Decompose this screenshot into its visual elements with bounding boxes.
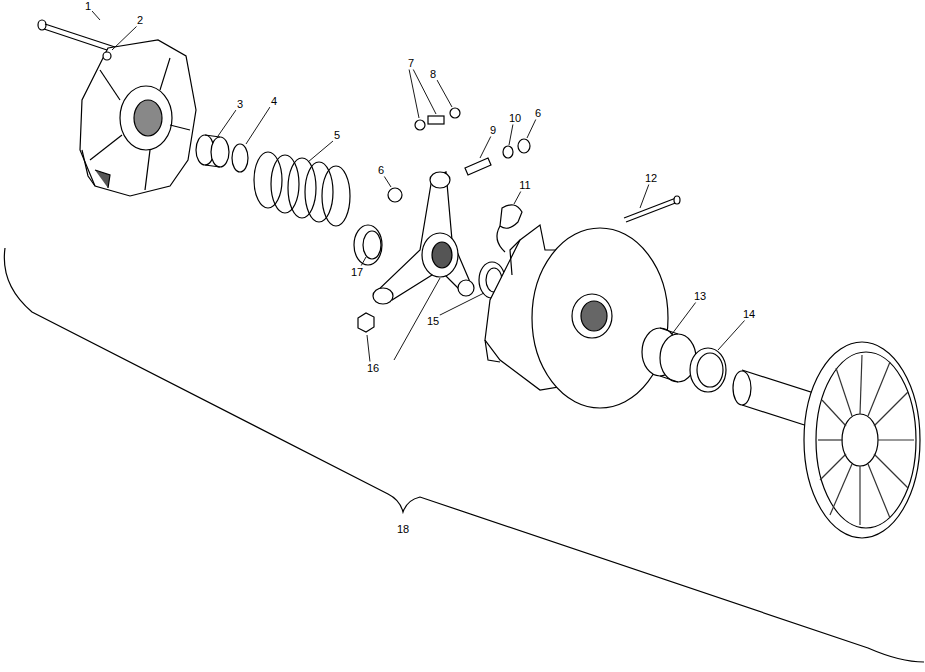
bushing [196,135,229,167]
callout-number: 13 [693,290,707,303]
button [388,188,402,202]
callout-number: 3 [236,98,244,111]
bolt [624,196,680,222]
spring [254,152,350,226]
roller-pin [465,158,491,175]
callout-number: 14 [742,308,756,321]
pin-set [415,108,460,130]
bushing [642,328,696,382]
callout-number: 1 [84,0,92,13]
callout-number: 10 [508,112,522,125]
lock-nut [358,313,374,332]
callout-number: 7 [407,57,415,70]
callout-number: 16 [366,362,380,375]
callout-number: 6 [377,164,385,177]
washer [103,52,111,60]
callout-number: 12 [644,172,658,185]
spider [373,172,474,304]
snap-ring [232,144,248,172]
fixed-sheave [804,342,920,538]
leader-lines [92,11,745,362]
washer [503,146,513,158]
callout-number: 2 [136,14,144,27]
callout-number: 15 [426,315,440,328]
spring-cup [354,225,382,265]
callout-number: 4 [270,95,278,108]
moveable-sheave [485,225,668,408]
flyweight-arm [497,226,505,252]
callout-number: 17 [350,266,364,279]
callout-number: 8 [429,68,437,81]
callout-number: 5 [333,129,341,142]
callout-number: 11 [518,179,531,192]
group-bracket [4,248,924,662]
cover-plate [80,40,196,196]
callout-number: 6 [534,107,542,120]
roller [518,139,530,153]
assembly-number: 18 [396,523,410,536]
snap-ring [690,348,726,392]
flyweight [500,205,522,228]
callout-number: 9 [489,124,497,137]
